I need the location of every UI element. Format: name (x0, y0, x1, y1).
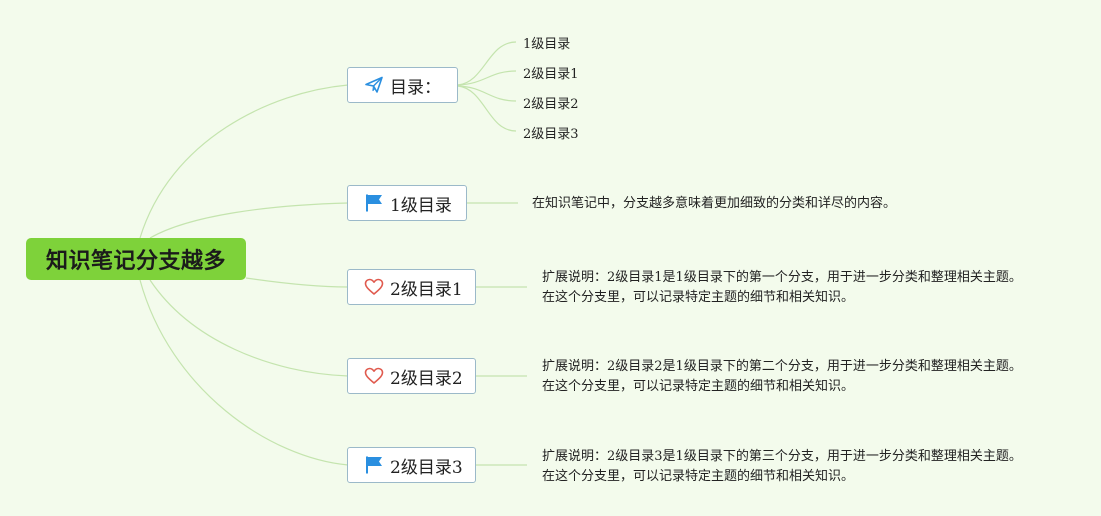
connector-catalog-child-2 (457, 85, 517, 102)
flag-icon (364, 455, 384, 475)
branch-level2-1-label: 2级目录1 (390, 279, 463, 300)
branch-level2-2-label: 2级目录2 (390, 368, 463, 389)
connector-catalog-child-3 (457, 85, 517, 132)
branch-catalog-label: 目录： (390, 77, 441, 98)
branch-level2-3-label: 2级目录3 (390, 457, 463, 478)
catalog-child-2[interactable]: 2级目录1 (523, 67, 579, 82)
heart-icon (364, 277, 384, 297)
branch-level2-2-description: 扩展说明：2级目录2是1级目录下的第二个分支，用于进一步分类和整理相关主题。在这… (542, 359, 1022, 394)
connector-root-branch-1 (149, 202, 349, 239)
branch-level1[interactable]: 1级目录 (347, 185, 467, 221)
branch-level1-label: 1级目录 (390, 195, 452, 216)
branch-level2-1-description: 扩展说明：2级目录1是1级目录下的第一个分支，用于进一步分类和整理相关主题。在这… (542, 270, 1022, 305)
heart-icon (364, 366, 384, 386)
connector-root-branch-2 (245, 277, 349, 288)
catalog-child-4[interactable]: 2级目录3 (523, 127, 579, 142)
branch-level2-3[interactable]: 2级目录3 (347, 447, 476, 483)
catalog-child-1[interactable]: 1级目录 (523, 37, 571, 52)
branch-level2-2[interactable]: 2级目录2 (347, 358, 476, 394)
branch-level2-3-description: 扩展说明：2级目录3是1级目录下的第三个分支，用于进一步分类和整理相关主题。在这… (542, 449, 1022, 484)
branch-catalog[interactable]: 目录： (347, 67, 458, 103)
root-topic[interactable]: 知识笔记分支越多 (26, 238, 246, 280)
connector-catalog-child-0 (457, 41, 517, 86)
connector-root-branch-4 (139, 279, 349, 466)
branch-level1-description: 在知识笔记中，分支越多意味着更加细致的分类和详尽的内容。 (532, 196, 897, 211)
connector-root-branch-3 (149, 279, 349, 377)
root-topic-label: 知识笔记分支越多 (45, 249, 226, 274)
connector-catalog-child-1 (457, 70, 517, 86)
paper-plane-icon (364, 75, 384, 95)
branch-level2-1[interactable]: 2级目录1 (347, 269, 476, 305)
catalog-child-3[interactable]: 2级目录2 (523, 97, 579, 112)
connector-root-branch-0 (139, 84, 349, 239)
flag-icon (364, 193, 384, 213)
